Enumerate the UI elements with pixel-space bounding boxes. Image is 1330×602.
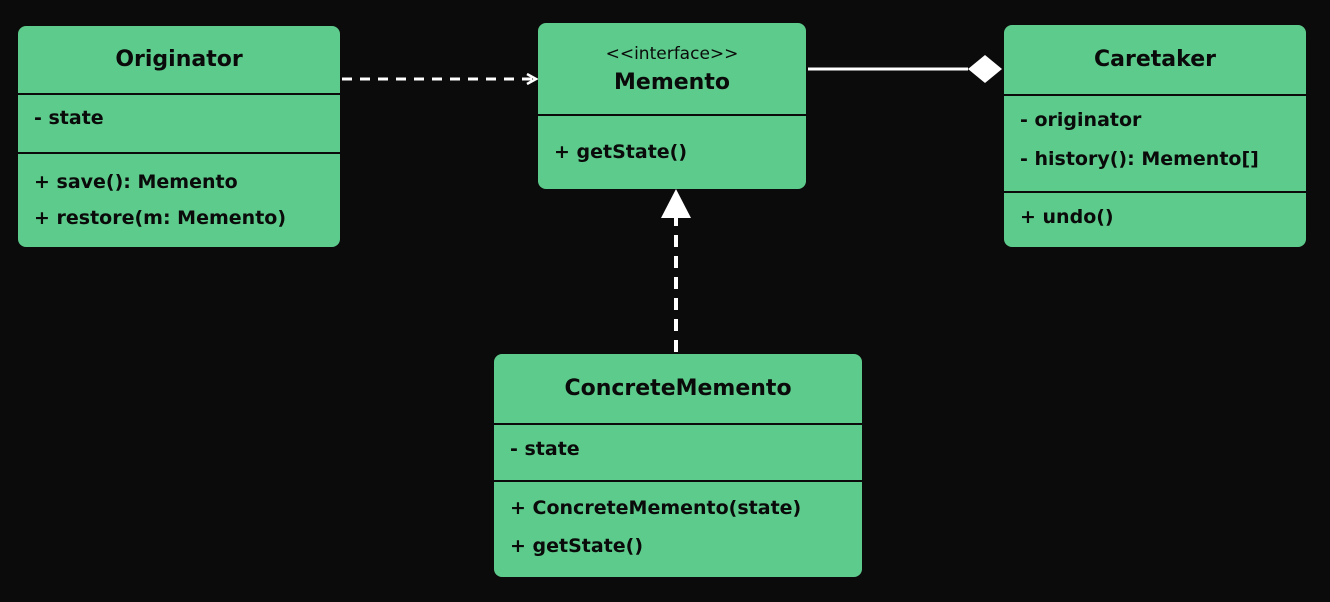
methods-section: + undo() <box>1004 193 1306 229</box>
attribute: - state <box>34 107 104 129</box>
class-name: ConcreteMemento <box>564 375 792 401</box>
class-name: Originator <box>115 46 243 72</box>
attribute: - originator <box>1020 109 1142 131</box>
methods-section: + ConcreteMemento(state) + getState() <box>494 482 862 558</box>
class-caretaker: Caretaker - originator - history(): Meme… <box>1004 25 1306 247</box>
class-header: Caretaker <box>1004 25 1306 96</box>
attribute: - state <box>510 438 580 460</box>
class-name: Caretaker <box>1094 46 1216 72</box>
class-stereotype: <<interface>> <box>605 43 739 64</box>
aggregation-diamond-icon <box>968 55 1002 83</box>
attribute: - history(): Memento[] <box>1020 148 1259 170</box>
method: + restore(m: Memento) <box>34 207 287 229</box>
attributes-section: - state <box>494 425 862 482</box>
attributes-section: - originator - history(): Memento[] <box>1004 96 1306 193</box>
methods-section: + getState() <box>538 116 806 164</box>
method: + getState() <box>554 141 688 163</box>
method: + ConcreteMemento(state) <box>510 497 802 519</box>
attributes-section: - state <box>18 95 340 154</box>
methods-section: + save(): Memento + restore(m: Memento) <box>18 154 340 230</box>
realization-triangle-icon <box>661 189 691 218</box>
method: + getState() <box>510 535 644 557</box>
class-header: ConcreteMemento <box>494 354 862 425</box>
class-header: <<interface>> Memento <box>538 23 806 116</box>
class-memento: <<interface>> Memento + getState() <box>538 23 806 189</box>
class-header: Originator <box>18 26 340 95</box>
class-originator: Originator - state + save(): Memento + r… <box>18 26 340 247</box>
method: + save(): Memento <box>34 171 238 193</box>
method: + undo() <box>1020 206 1114 228</box>
class-name: Memento <box>614 69 730 95</box>
class-concrete-memento: ConcreteMemento - state + ConcreteMement… <box>494 354 862 577</box>
